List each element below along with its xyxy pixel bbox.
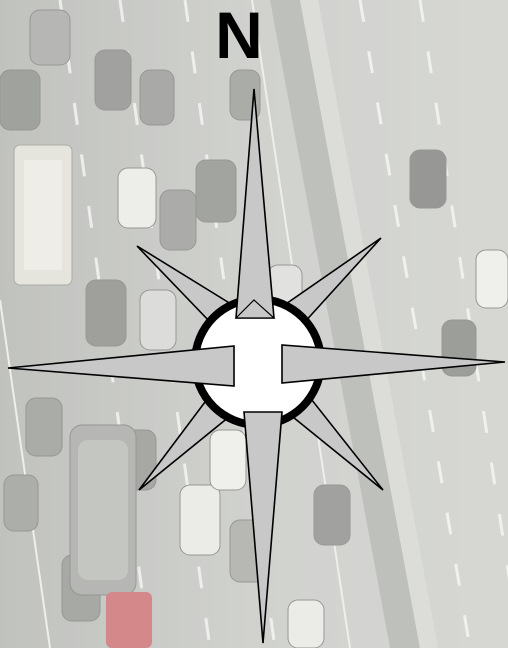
compass-center <box>199 303 317 421</box>
north-label: N <box>215 0 263 72</box>
compass-point-east <box>281 344 506 384</box>
shoulder <box>300 0 438 648</box>
compass-point-south <box>243 411 283 644</box>
compass-point-north <box>235 88 275 319</box>
tanker-truck <box>69 424 152 648</box>
median-barrier <box>270 0 420 648</box>
compass-point-west <box>7 345 235 387</box>
bus <box>13 144 73 286</box>
